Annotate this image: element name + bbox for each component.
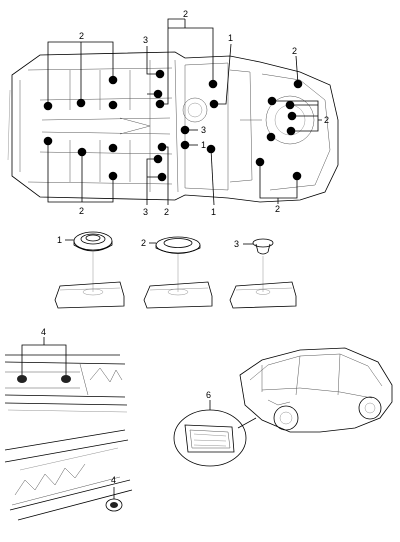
plug-part-2 [149,236,201,292]
callout-floor-bot-2c: 2 [275,204,280,214]
callout-plug-2: 2 [141,238,146,248]
callout-detail-bottom-4: 4 [111,475,116,485]
callout-floor-top-3a: 3 [143,35,148,45]
plug-labels: 1 2 3 [57,235,239,249]
detail-top-section: 4 [4,327,128,413]
panel-sections [54,281,297,309]
plug-holes [43,69,303,182]
plug-part-3 [243,238,274,292]
callout-plug-3: 3 [234,239,239,249]
callout-floor-right-2a: 2 [292,46,297,56]
callout-floor-bot-1: 1 [211,207,216,217]
plug-part-1 [65,231,113,292]
floor-leader-lines [47,18,322,206]
callout-floor-bot-3: 3 [143,207,148,217]
floor-pan-outline [7,51,339,203]
callout-floor-top-1a: 1 [228,33,233,43]
callout-floor-mid-3: 3 [201,125,206,135]
car-illustration [237,347,393,433]
callout-plug-1: 1 [57,235,62,245]
callout-floor-mid-1: 1 [201,140,206,150]
callout-detail-top-4: 4 [41,327,46,337]
callout-floor-top-2b: 2 [183,9,188,19]
part-6-detail: 6 [173,390,247,467]
detail-bottom-section: 4 [4,429,133,521]
floor-callout-labels: 2 3 2 1 2 2 3 1 2 3 2 1 2 [79,9,329,217]
callout-floor-bot-2a: 2 [79,206,84,216]
callout-floor-right-2b: 2 [324,115,329,125]
callout-floor-bot-2b: 2 [164,207,169,217]
callout-car-6: 6 [206,390,211,400]
callout-floor-top-2a: 2 [79,31,84,41]
